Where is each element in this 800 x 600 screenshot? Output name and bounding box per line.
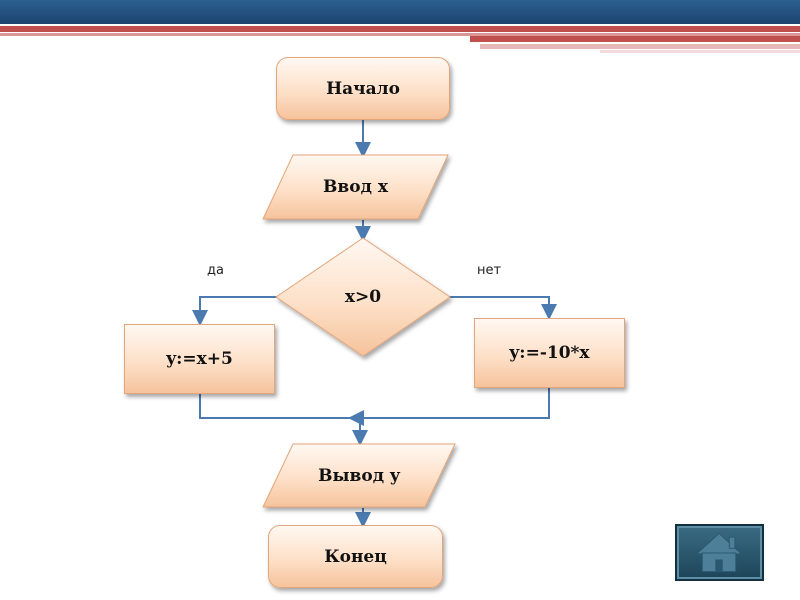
- input-parallelogram: [262, 154, 449, 220]
- decision-node: x>0: [276, 238, 450, 356]
- yes-branch-node: y:=x+5: [124, 324, 275, 394]
- end-node: Конец: [268, 525, 443, 588]
- connector-merge-left: [199, 394, 360, 419]
- end-node-label: Конец: [324, 546, 387, 567]
- output-node-label: Вывод y: [318, 465, 400, 486]
- yes-label: да: [207, 263, 224, 278]
- decision-node-label: x>0: [344, 287, 382, 307]
- input-node: Ввод x: [263, 155, 448, 219]
- connector-merge-right: [348, 388, 550, 426]
- start-node: Начало: [276, 57, 450, 120]
- start-node-label: Начало: [326, 78, 400, 99]
- input-node-label: Ввод x: [323, 177, 388, 197]
- home-icon: [695, 532, 743, 573]
- header-band: [0, 0, 800, 53]
- no-branch-node: y:=-10*x: [474, 318, 625, 388]
- yes-branch-label: y:=x+5: [166, 349, 233, 369]
- connector-no-branch: [449, 296, 557, 320]
- connector-yes-branch: [192, 296, 277, 326]
- home-button[interactable]: [675, 524, 764, 581]
- decision-diamond: [275, 237, 451, 357]
- output-node: Вывод y: [263, 444, 455, 507]
- no-branch-label: y:=-10*x: [509, 343, 590, 363]
- no-label: нет: [477, 263, 502, 278]
- output-parallelogram: [262, 443, 456, 508]
